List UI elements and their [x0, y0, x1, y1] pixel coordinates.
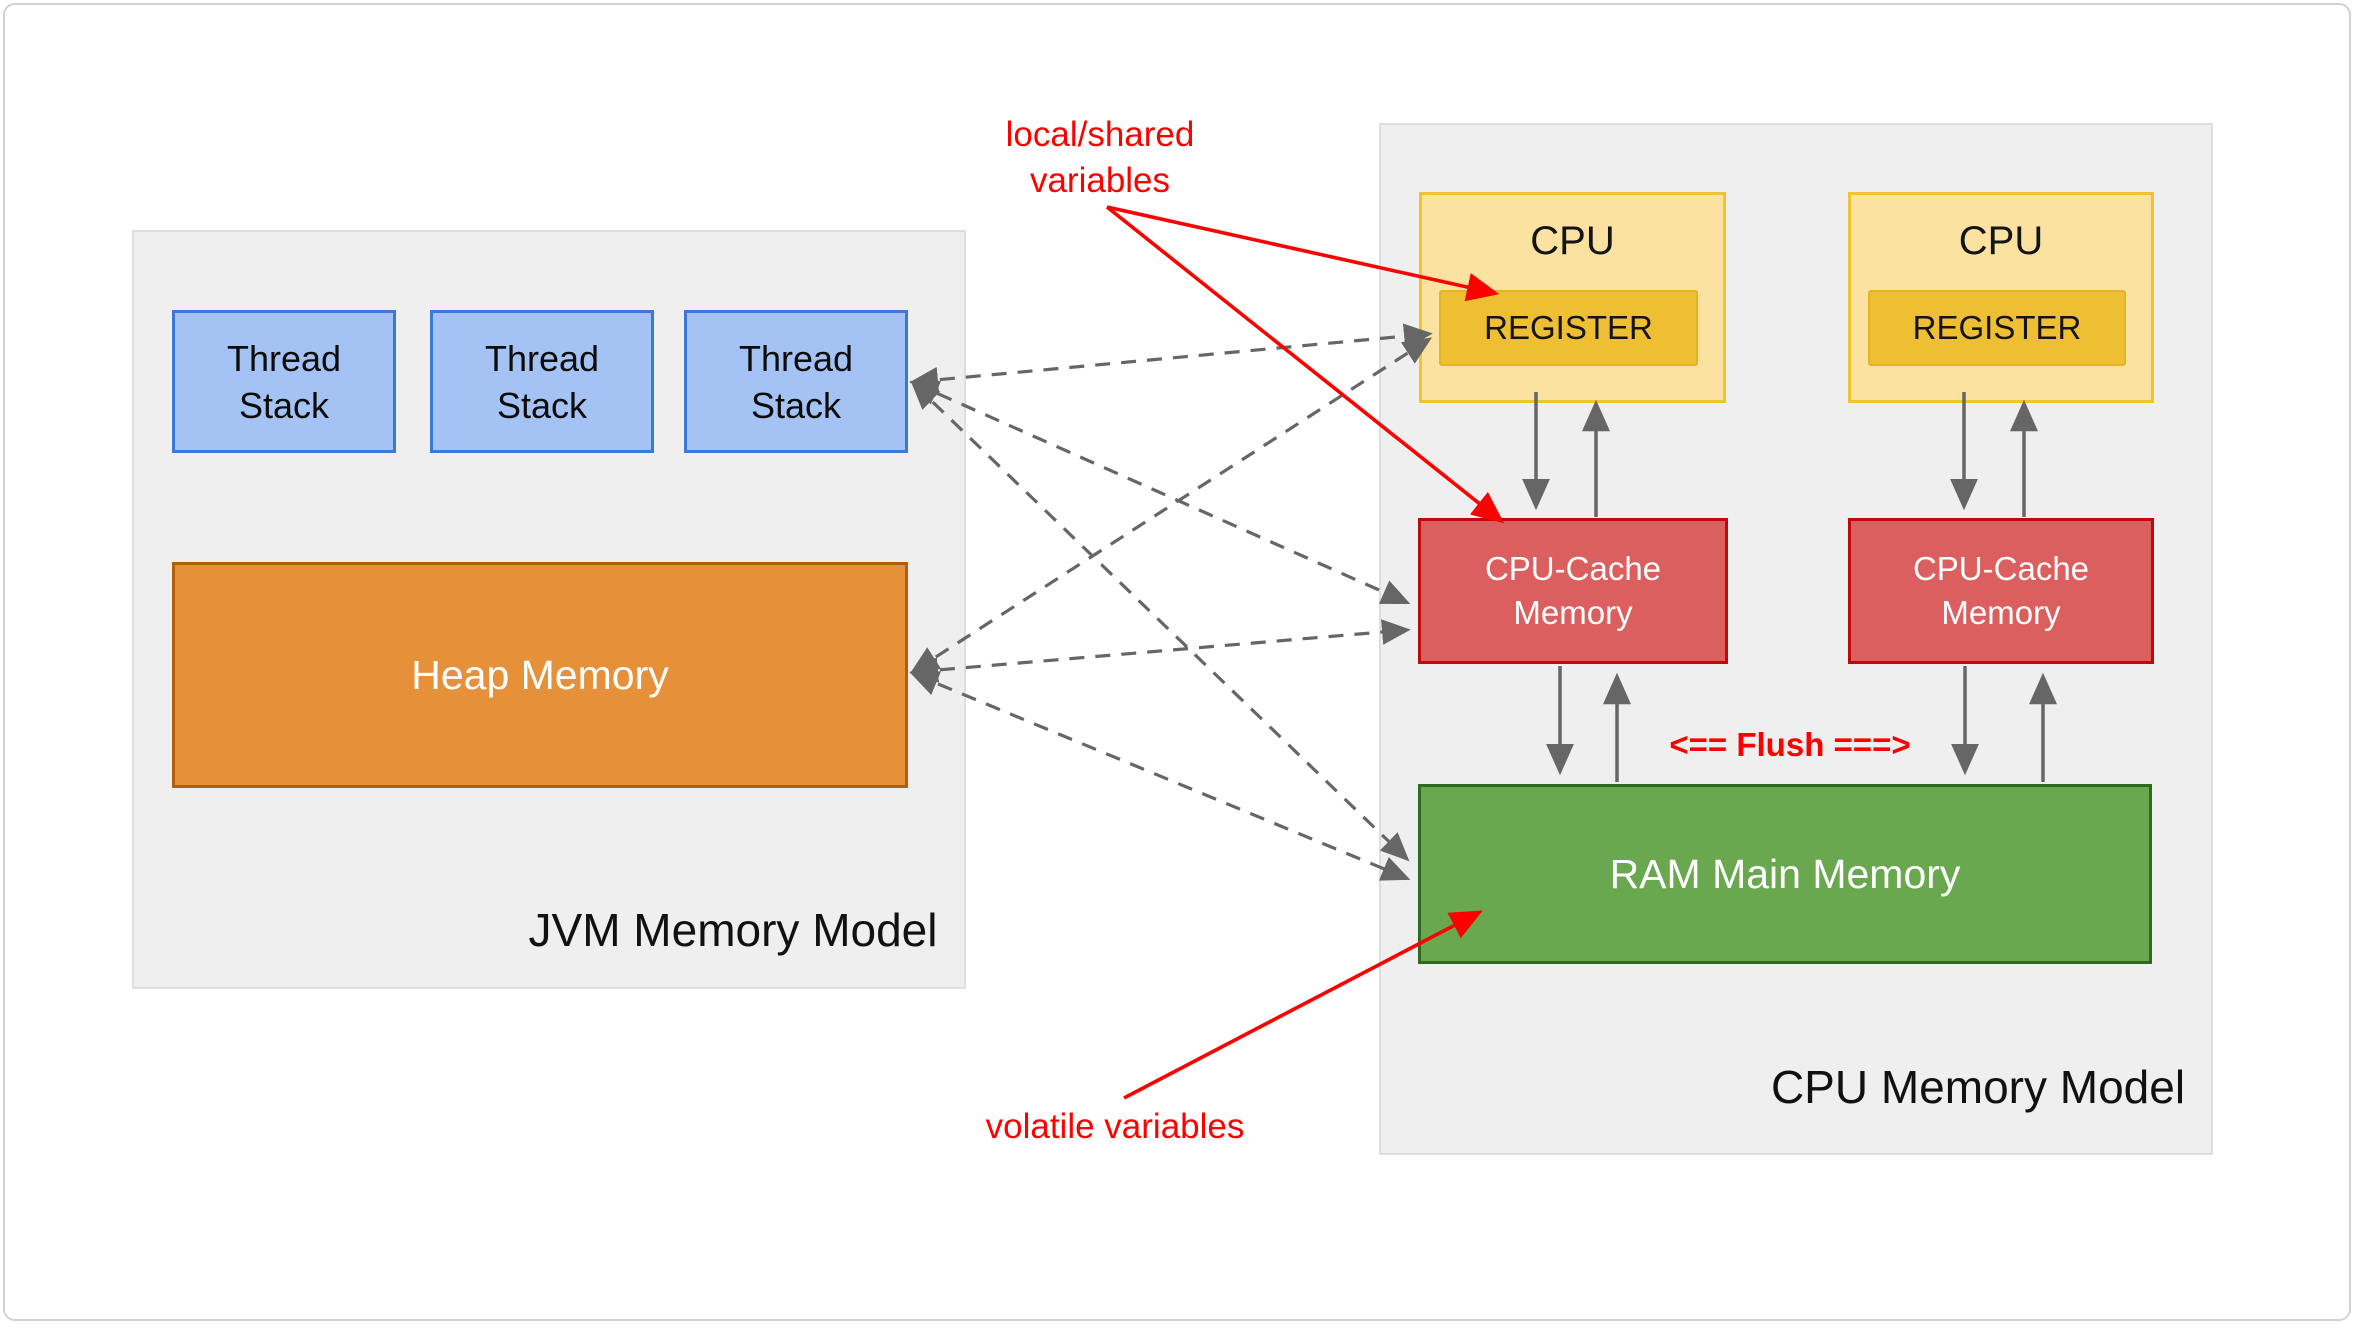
local-shared-variables-text: local/shared variables [1005, 115, 1195, 200]
thread-stack-box-1: Thread Stack [172, 310, 396, 453]
register-label: REGISTER [1484, 309, 1653, 346]
cpu-cache-box-1: CPU-Cache Memory [1418, 518, 1728, 664]
ram-main-memory-label: RAM Main Memory [1609, 850, 1961, 897]
cpu-panel-title: CPU Memory Model [1770, 1061, 2186, 1113]
cpu-cache-label: CPU-Cache Memory [1912, 550, 2090, 631]
thread-stack-label: Thread Stack [738, 337, 854, 426]
flush-label: <== Flush ===> [1669, 726, 1911, 763]
thread-stack-label: Thread Stack [484, 337, 600, 426]
ram-main-memory-box: RAM Main Memory [1418, 784, 2152, 964]
cpu-cache-box-2: CPU-Cache Memory [1848, 518, 2154, 664]
heap-memory-box: Heap Memory [172, 562, 908, 788]
heap-memory-label: Heap Memory [411, 651, 669, 698]
thread-stack-box-2: Thread Stack [430, 310, 654, 453]
cpu-cache-label: CPU-Cache Memory [1484, 550, 1662, 631]
cpu-title: CPU [1958, 219, 2044, 263]
register-box-2: REGISTER [1868, 290, 2126, 366]
volatile-variables-text: volatile variables [985, 1107, 1245, 1146]
register-box-1: REGISTER [1439, 290, 1698, 366]
register-label: REGISTER [1912, 309, 2082, 346]
thread-stack-box-3: Thread Stack [684, 310, 908, 453]
volatile-variables-note: volatile variables [965, 1104, 1265, 1150]
jvm-panel-title: JVM Memory Model [528, 904, 938, 956]
cpu-title: CPU [1530, 219, 1615, 263]
thread-stack-label: Thread Stack [226, 337, 342, 426]
local-shared-variables-note: local/shared variables [950, 112, 1250, 204]
